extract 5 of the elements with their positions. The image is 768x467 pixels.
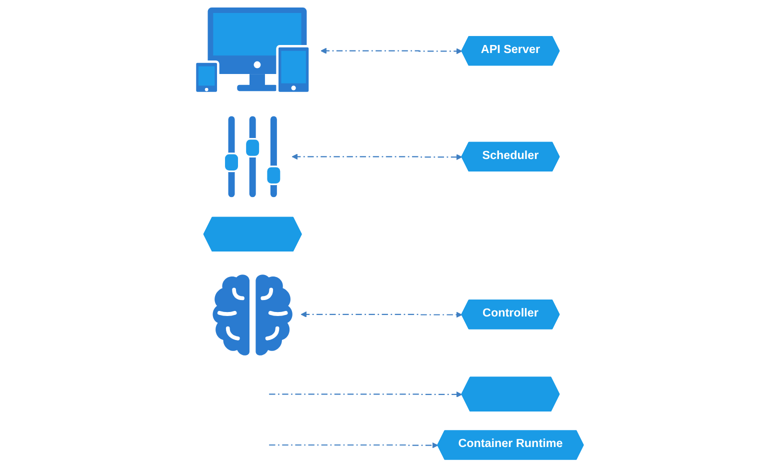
arrow <box>269 442 438 448</box>
arrow <box>320 48 462 54</box>
arrow <box>292 154 462 160</box>
arrow <box>300 311 462 318</box>
arrow <box>269 391 462 398</box>
